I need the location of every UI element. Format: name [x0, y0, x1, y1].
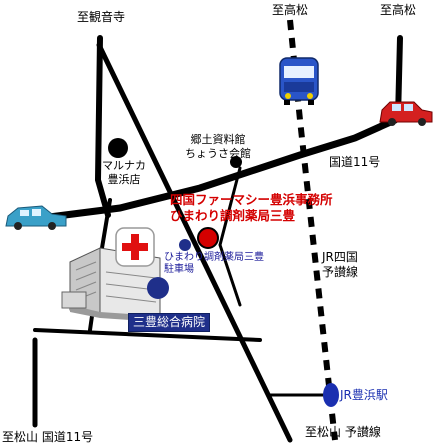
marunaka-marker	[108, 138, 128, 158]
direction-takamatsu-rail: 至高松	[271, 3, 309, 17]
jr-yosan-line	[287, 19, 338, 441]
road-to-kannonji	[94, 35, 111, 218]
pharmacy-label-1: 四国ファーマシー豊浜事務所	[170, 192, 333, 207]
direction-matsuyama-road: 至松山 国道11号	[2, 430, 94, 444]
direction-takamatsu-road: 至高松	[379, 3, 417, 17]
red-cross-icon	[115, 227, 155, 267]
parking-label-2: 駐車場	[164, 264, 194, 275]
road-hospital	[33, 328, 262, 342]
bus-icon	[279, 57, 319, 105]
direction-matsuyama-rail: 至松山 予讃線	[305, 425, 381, 439]
museum-marker	[230, 156, 242, 168]
roads	[6, 35, 403, 443]
pharmacy-label-2: ひまわり調剤薬局三豊	[170, 208, 296, 223]
museum-label-2: ちょうさ会館	[185, 147, 251, 160]
jr-line-label-1: JR四国	[322, 250, 358, 264]
national-route-label: 国道11号	[329, 155, 381, 169]
hospital-label: 三豊総合病院	[128, 313, 211, 332]
car-icon	[5, 205, 67, 230]
road-museum	[218, 166, 242, 307]
station-marker[interactable]	[323, 383, 339, 407]
parking-marker	[179, 239, 191, 251]
national-route-11	[6, 116, 399, 226]
station-label: JR豊浜駅	[340, 388, 388, 402]
road-diagonal	[96, 42, 293, 443]
parking-label-1: ひまわり調剤薬局三豊	[164, 252, 264, 263]
marunaka-label-2: 豊浜店	[107, 173, 141, 186]
hospital-marker	[147, 277, 169, 299]
pharmacy-marker[interactable]	[197, 227, 219, 249]
car-icon	[379, 101, 433, 126]
marunaka-label-1: マルナカ	[102, 159, 146, 172]
direction-kannonji: 至観音寺	[76, 10, 126, 24]
museum-label-1: 郷土資料館	[190, 133, 246, 146]
jr-line-label-2: 予讃線	[322, 265, 359, 279]
